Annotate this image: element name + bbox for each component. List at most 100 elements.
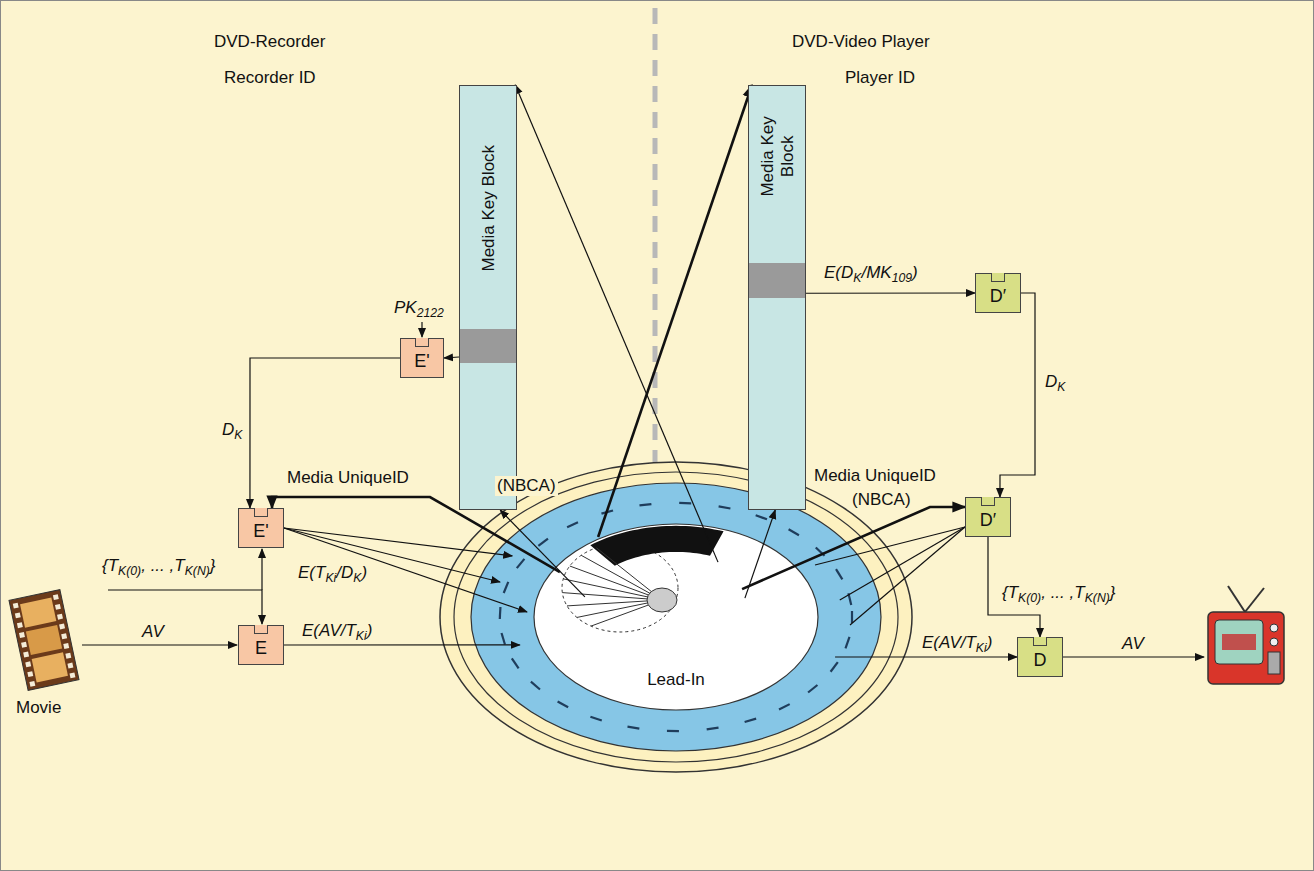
key-block-band [590, 526, 723, 566]
text-run: } [210, 556, 216, 575]
sprocket-hole [29, 681, 35, 687]
text-run: K(N) [1085, 591, 1110, 605]
write-branch [284, 528, 500, 582]
node-text: Media Key Block [479, 108, 499, 308]
sprocket-hole [67, 663, 73, 669]
data-mark [808, 685, 817, 692]
text-run: D′ [990, 286, 1006, 306]
tv-knob [1270, 638, 1278, 646]
connector [806, 292, 975, 293]
edge-label: DK [1043, 372, 1067, 392]
text-label: AV [1120, 634, 1146, 654]
edge-label: E(TKi/DK) [296, 563, 369, 583]
decrypt-box: D′ [975, 273, 1021, 313]
decrypt-box: D [1017, 637, 1063, 677]
read-branch [850, 527, 965, 625]
encrypt-box: E' [238, 508, 284, 548]
sprocket-hole [15, 612, 21, 618]
text-run: Media Key Block [758, 116, 797, 196]
key-row [749, 263, 805, 298]
text-label: Movie [14, 698, 63, 718]
text-run: , ... ,T [141, 556, 184, 575]
divider-line [653, 8, 658, 462]
media-key-block: Media Key Block [748, 85, 806, 510]
node-text: Media Key Block [758, 106, 799, 206]
tv-picture [1222, 634, 1256, 650]
data-mark [639, 504, 651, 505]
text-run: , ... ,T [1041, 583, 1084, 602]
av-input-line [82, 644, 237, 645]
title-key-line [261, 549, 262, 590]
text-run: K(0) [1018, 591, 1041, 605]
node-text: D′ [980, 510, 996, 532]
lead-in-area [534, 524, 818, 710]
text-run: DVD-Recorder [214, 32, 325, 51]
text-run: } [1110, 583, 1116, 602]
node-text: E [255, 638, 267, 660]
box-notch [1033, 637, 1047, 646]
text-label: (NBCA) [850, 490, 913, 510]
connector [284, 528, 512, 556]
box-notch [415, 338, 429, 347]
text-run: E' [253, 521, 268, 541]
node-text: D′ [990, 286, 1006, 308]
sprocket-hole [17, 622, 23, 628]
data-mark [502, 633, 505, 644]
text-run: PK [394, 298, 417, 317]
sprocket-hole [13, 603, 19, 609]
connector [284, 644, 520, 645]
text-run: K [853, 271, 861, 285]
tv-knob [1270, 624, 1278, 632]
text-run: Lead-In [647, 670, 705, 689]
media-key-block: Media Key Block [459, 85, 517, 510]
text-run: K [234, 428, 242, 442]
tv-body [1208, 612, 1284, 684]
connector [500, 510, 585, 597]
text-run: D [222, 420, 234, 439]
sprocket-hole [61, 633, 67, 639]
edge-label: E(DK/MK109) [822, 263, 920, 283]
sprocket-hole [57, 614, 63, 620]
text-run: E(D [824, 263, 853, 282]
data-mark [627, 727, 639, 729]
node-text: Lead-In [440, 670, 912, 690]
text-run: E(AV/T [302, 621, 356, 640]
data-mark [504, 582, 509, 593]
data-mark [531, 682, 540, 690]
text-label: PK2122 [392, 298, 446, 318]
film-strip [9, 590, 79, 691]
data-mark [707, 728, 719, 730]
edge-label: E(AV/TKi) [920, 633, 994, 653]
disc-hub [647, 588, 677, 612]
edge-label: DK [220, 420, 244, 440]
data-mark [851, 611, 853, 623]
text-run: (NBCA) [852, 490, 911, 509]
connector [444, 357, 459, 358]
data-mark [719, 506, 731, 508]
text-run: ) [367, 621, 373, 640]
text-label: Media UniqueID [812, 466, 938, 486]
sprocket-hole [55, 604, 61, 610]
box-notch [981, 497, 995, 506]
connector [840, 527, 965, 600]
text-run: K [353, 571, 361, 585]
data-mark [845, 637, 849, 648]
data-mark [517, 559, 525, 568]
text-run: Ki [356, 629, 367, 643]
text-run: Media Key Block [479, 145, 498, 272]
text-run: E(T [298, 563, 325, 582]
sprocket-hole [53, 594, 59, 600]
key-row [460, 329, 516, 363]
sprocket-hole [63, 643, 69, 649]
node-text: E' [414, 351, 429, 373]
data-mark [667, 730, 679, 732]
tv-icon [1208, 586, 1284, 684]
film-frame [26, 625, 62, 655]
text-run: 109 [892, 271, 912, 285]
disc-ring [454, 472, 898, 762]
connector [742, 507, 965, 589]
text-run: Player ID [845, 68, 915, 87]
text-run: Recorder ID [224, 68, 316, 87]
data-mark [836, 569, 842, 579]
